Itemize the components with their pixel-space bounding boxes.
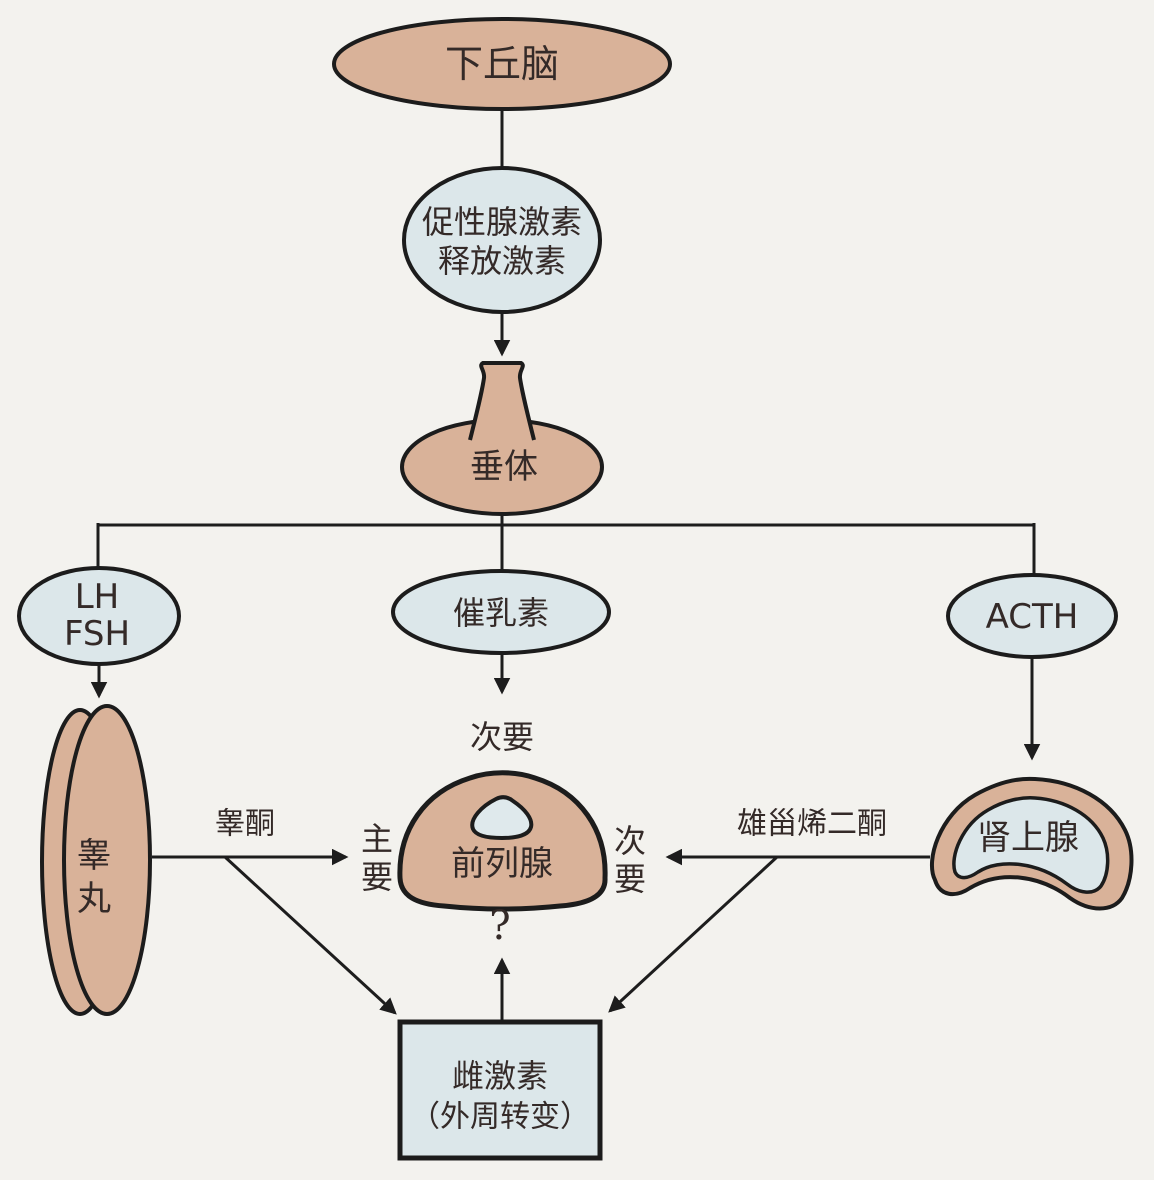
- prolactin-label: 催乳素: [453, 594, 549, 632]
- prostate-urethra-hole: [470, 795, 534, 841]
- primary-label-char1: 主: [361, 820, 393, 858]
- estrogen-node: [397, 1019, 603, 1161]
- adrenal-inner: [952, 796, 1110, 894]
- lh-fsh-node: [17, 566, 181, 666]
- testis-label-char2: 丸: [77, 879, 111, 919]
- question-mark-label: ?: [489, 903, 510, 949]
- lh-label: LH: [75, 577, 120, 617]
- testosterone-label: 睾酮: [215, 807, 275, 842]
- testis-front-lobe: [62, 704, 152, 1016]
- prolactin-node: [391, 569, 611, 655]
- primary-label-char2: 要: [361, 858, 393, 896]
- edge-testis-estrogen-arrow: [223, 855, 397, 1015]
- gnrh-label-line2: 释放激素: [438, 242, 566, 280]
- hypothalamus-node: [332, 17, 672, 111]
- fsh-label: FSH: [64, 614, 130, 654]
- estrogen-label-line1: 雌激素: [452, 1057, 548, 1095]
- estrogen-label-line2: （外周转变）: [410, 1100, 590, 1135]
- androstenedione-label: 雄甾烯二酮: [737, 807, 887, 842]
- adrenal-label: 肾上腺: [977, 818, 1079, 858]
- acth-label: ACTH: [986, 597, 1079, 637]
- pituitary-stalk: [468, 361, 536, 441]
- secondary-right-label-char2: 要: [614, 860, 646, 898]
- secondary-right-label-char1: 次: [614, 822, 646, 860]
- prostate-label: 前列腺: [451, 844, 553, 884]
- hypothalamus-label: 下丘脑: [445, 42, 559, 86]
- gnrh-node: [402, 166, 602, 314]
- testis-label-char1: 睾: [77, 836, 111, 876]
- edge-adrenal-estrogen-arrow: [608, 855, 779, 1013]
- secondary-center-label: 次要: [470, 718, 534, 756]
- prostate-node: [397, 770, 608, 912]
- acth-node: [946, 573, 1118, 659]
- pituitary-label: 垂体: [470, 447, 538, 487]
- gnrh-label-line1: 促性腺激素: [422, 203, 582, 241]
